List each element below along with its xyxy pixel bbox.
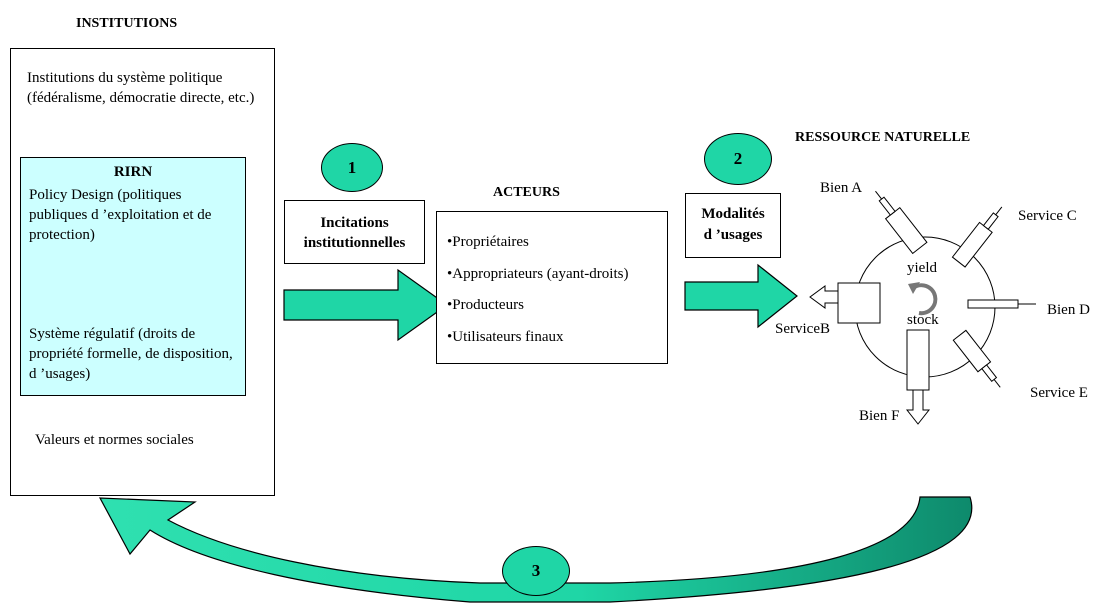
institutions-header: INSTITUTIONS: [76, 16, 178, 31]
stock-label: stock: [907, 312, 939, 328]
resource-figure: [809, 190, 1036, 425]
arrow-right-1: [283, 268, 449, 342]
service-e-label: Service E: [1030, 385, 1088, 401]
incitations-box: Incitations institutionnelles: [284, 200, 425, 264]
step-2-number: 2: [733, 149, 743, 168]
bien-a-label: Bien A: [820, 180, 863, 196]
political-institutions-text: Institutions du système politique (fédér…: [27, 70, 255, 106]
rirn-title: RIRN: [113, 164, 153, 180]
ressource-header: RESSOURCE NATURELLE: [795, 130, 971, 145]
regulatory-system-text: Système régulatif (droits de propriété f…: [29, 326, 233, 382]
acteurs-header: ACTEURS: [493, 185, 560, 200]
modalites-box: Modalités d ’usages: [685, 193, 781, 258]
step-3-circle: 3: [502, 546, 570, 596]
step-3-number: 3: [531, 561, 541, 580]
acteur-item: •Producteurs: [447, 297, 524, 313]
modalites-label-line2: d ’usages: [703, 227, 763, 243]
acteur-item: •Utilisateurs finaux: [447, 329, 564, 345]
feedback-arrow-3: [98, 496, 973, 603]
acteurs-box: •Propriétaires •Appropriateurs (ayant-dr…: [436, 211, 668, 364]
institutions-box: Institutions du système politique (fédér…: [10, 48, 275, 496]
step-1-circle: 1: [321, 143, 383, 192]
incitations-label-line2: institutionnelles: [303, 235, 406, 251]
yield-label: yield: [907, 260, 937, 276]
step-1-number: 1: [347, 157, 357, 177]
arrow-right-2: [684, 263, 798, 329]
acteur-item: •Appropriateurs (ayant-droits): [447, 266, 629, 282]
social-values-text: Valeurs et normes sociales: [35, 432, 194, 448]
rirn-box: RIRN Policy Design (politiques publiques…: [20, 157, 246, 396]
acteur-item: •Propriétaires: [447, 234, 529, 250]
policy-design-text: Policy Design (politiques publiques d ’e…: [29, 187, 212, 243]
step-2-circle: 2: [704, 133, 772, 185]
bien-d-label: Bien D: [1047, 302, 1090, 318]
service-c-label: Service C: [1018, 208, 1077, 224]
incitations-label-line1: Incitations: [320, 215, 389, 231]
modalites-label-line1: Modalités: [701, 206, 765, 222]
service-b-label: ServiceB: [775, 321, 830, 337]
bien-f-label: Bien F: [859, 408, 900, 424]
